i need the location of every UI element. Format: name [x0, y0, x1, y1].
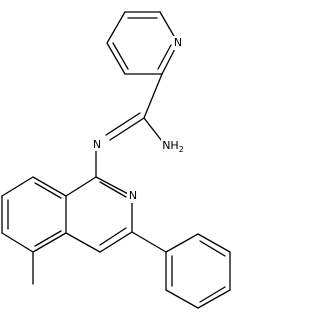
- bond: [1, 176, 34, 197]
- bond: [131, 231, 167, 253]
- double-bond-line: [34, 182, 62, 199]
- double-bond-line: [34, 230, 62, 247]
- bond: [165, 289, 199, 309]
- bond: [197, 289, 231, 309]
- svg-text:N: N: [93, 138, 101, 151]
- isoquinoline-pyridine-ring: [65, 176, 133, 253]
- svg-text:N: N: [129, 189, 137, 202]
- bond: [106, 42, 126, 75]
- bond: [106, 11, 126, 44]
- double-bond-line: [105, 112, 141, 136]
- double-bond-line: [199, 286, 226, 303]
- double-bond-line: [199, 240, 226, 257]
- isoquinoline-benzo-ring: [1, 176, 67, 253]
- bond: [165, 233, 199, 253]
- double-bond-line: [99, 227, 127, 246]
- double-bond-line: [112, 42, 129, 70]
- atom-label-isoquinoline-n: N: [127, 189, 139, 203]
- atom-label-amine: NH2: [161, 139, 189, 154]
- bond: [32, 232, 67, 253]
- pyridine-ring: [106, 11, 179, 75]
- double-bond-line: [157, 44, 172, 70]
- chemical-structure-drawing: N N NH2 N: [1, 11, 231, 309]
- bond: [65, 176, 97, 197]
- bond: [109, 117, 145, 141]
- bond: [32, 176, 67, 197]
- amidine-group: [95, 73, 166, 178]
- bond: [99, 231, 133, 253]
- atom-label-pyridine-n: N: [172, 36, 184, 50]
- svg-text:NH2: NH2: [162, 139, 184, 154]
- bond: [197, 233, 231, 253]
- svg-text:N: N: [174, 36, 182, 49]
- phenyl-ring: [131, 231, 231, 309]
- double-bond-line: [99, 181, 127, 198]
- bond: [65, 232, 101, 253]
- atom-label-imine-n: N: [90, 137, 104, 151]
- bond: [1, 232, 34, 253]
- bond: [143, 73, 163, 119]
- structure-canvas: N N NH2 N: [1, 11, 231, 309]
- bond: [95, 176, 133, 197]
